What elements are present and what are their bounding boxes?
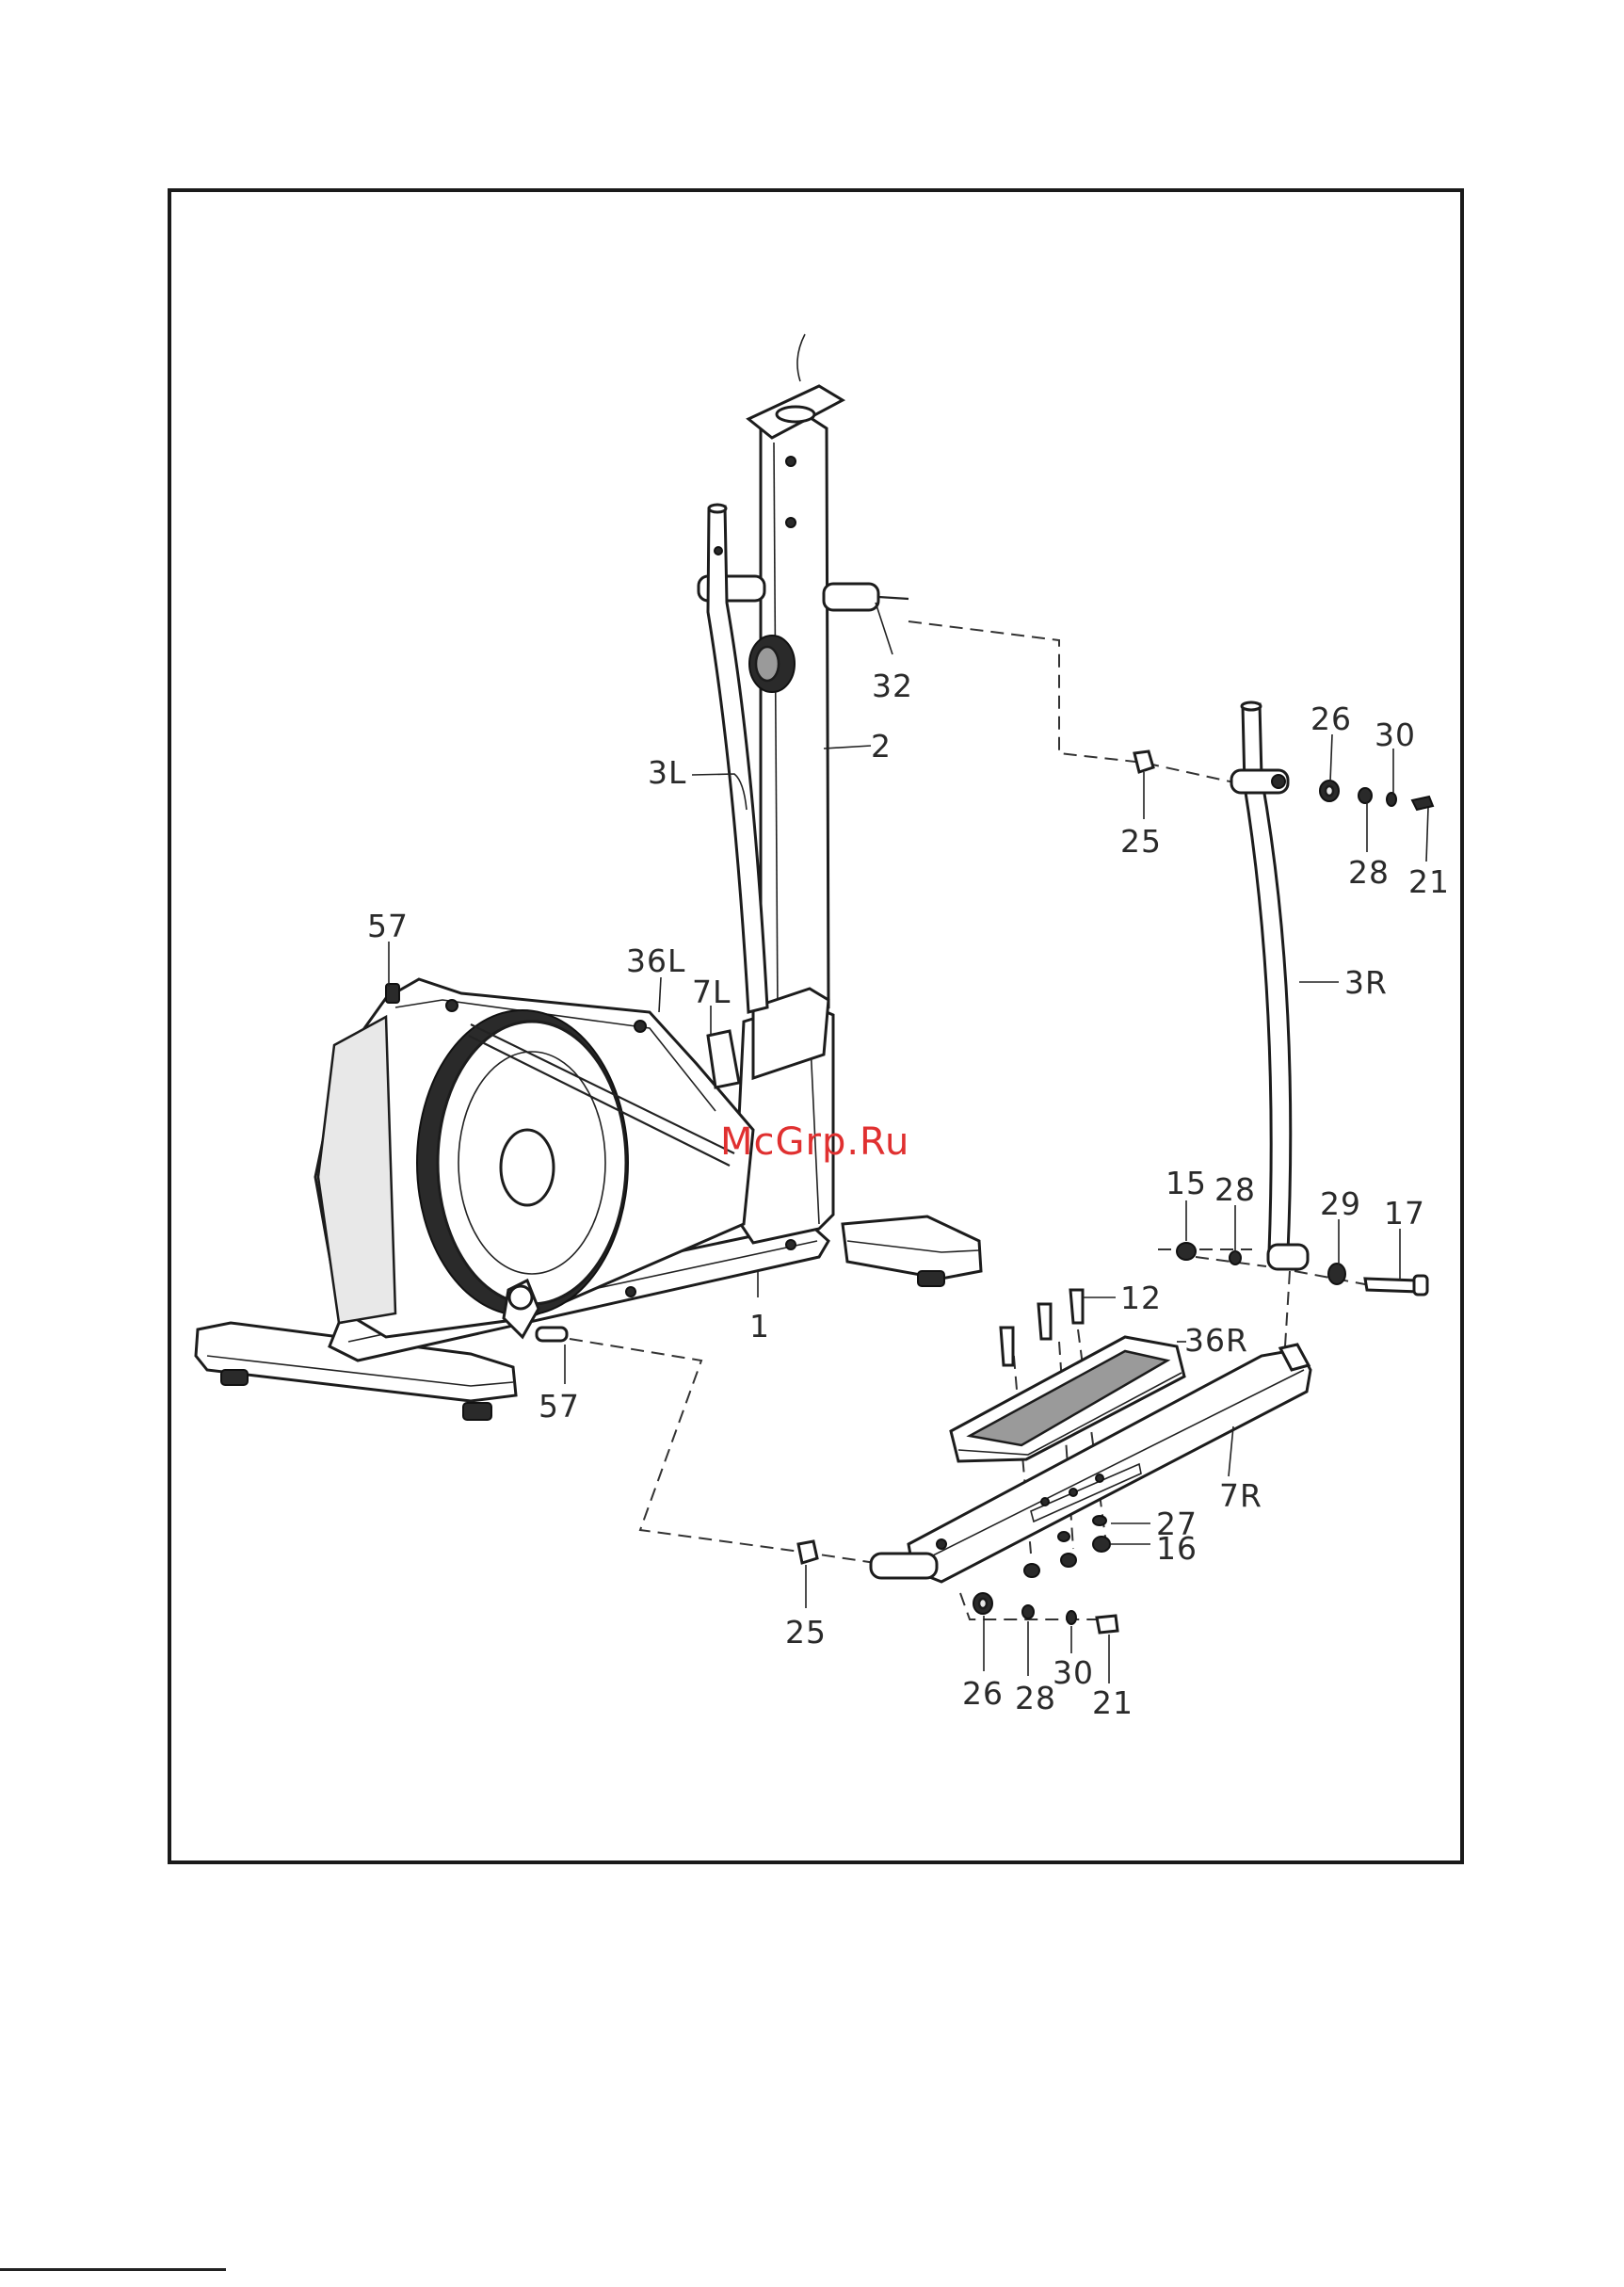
label-28-upper: 28 <box>1348 854 1390 891</box>
label-7L: 7L <box>692 974 731 1010</box>
label-12: 12 <box>1120 1280 1162 1316</box>
label-16: 16 <box>1156 1530 1198 1567</box>
label-3L: 3L <box>648 754 686 791</box>
label-21-lower: 21 <box>1092 1684 1134 1721</box>
label-26-lower: 26 <box>962 1675 1004 1712</box>
label-32: 32 <box>872 668 913 704</box>
label-3R: 3R <box>1344 964 1388 1001</box>
label-17: 17 <box>1384 1195 1425 1232</box>
label-28-lower: 28 <box>1015 1680 1056 1716</box>
label-29: 29 <box>1320 1185 1361 1222</box>
label-57-lower: 57 <box>539 1388 580 1425</box>
label-21-upper: 21 <box>1408 863 1450 900</box>
label-2: 2 <box>871 728 892 765</box>
label-25-upper: 25 <box>1120 823 1162 860</box>
footer-rule <box>0 2268 226 2271</box>
label-30-lower: 30 <box>1053 1654 1094 1691</box>
label-36R: 36R <box>1184 1322 1248 1359</box>
watermark-text: McGrp.Ru <box>720 1120 909 1164</box>
label-7R: 7R <box>1219 1477 1262 1514</box>
label-15: 15 <box>1166 1165 1207 1201</box>
label-26-upper: 26 <box>1310 701 1352 737</box>
label-28-mid: 28 <box>1214 1171 1256 1208</box>
label-36L: 36L <box>626 942 685 979</box>
label-30-upper: 30 <box>1375 717 1416 753</box>
left-pedal-arm-7L <box>708 1031 739 1087</box>
label-57-upper: 57 <box>367 908 409 944</box>
label-1: 1 <box>749 1308 770 1345</box>
label-25-lower: 25 <box>785 1614 827 1651</box>
